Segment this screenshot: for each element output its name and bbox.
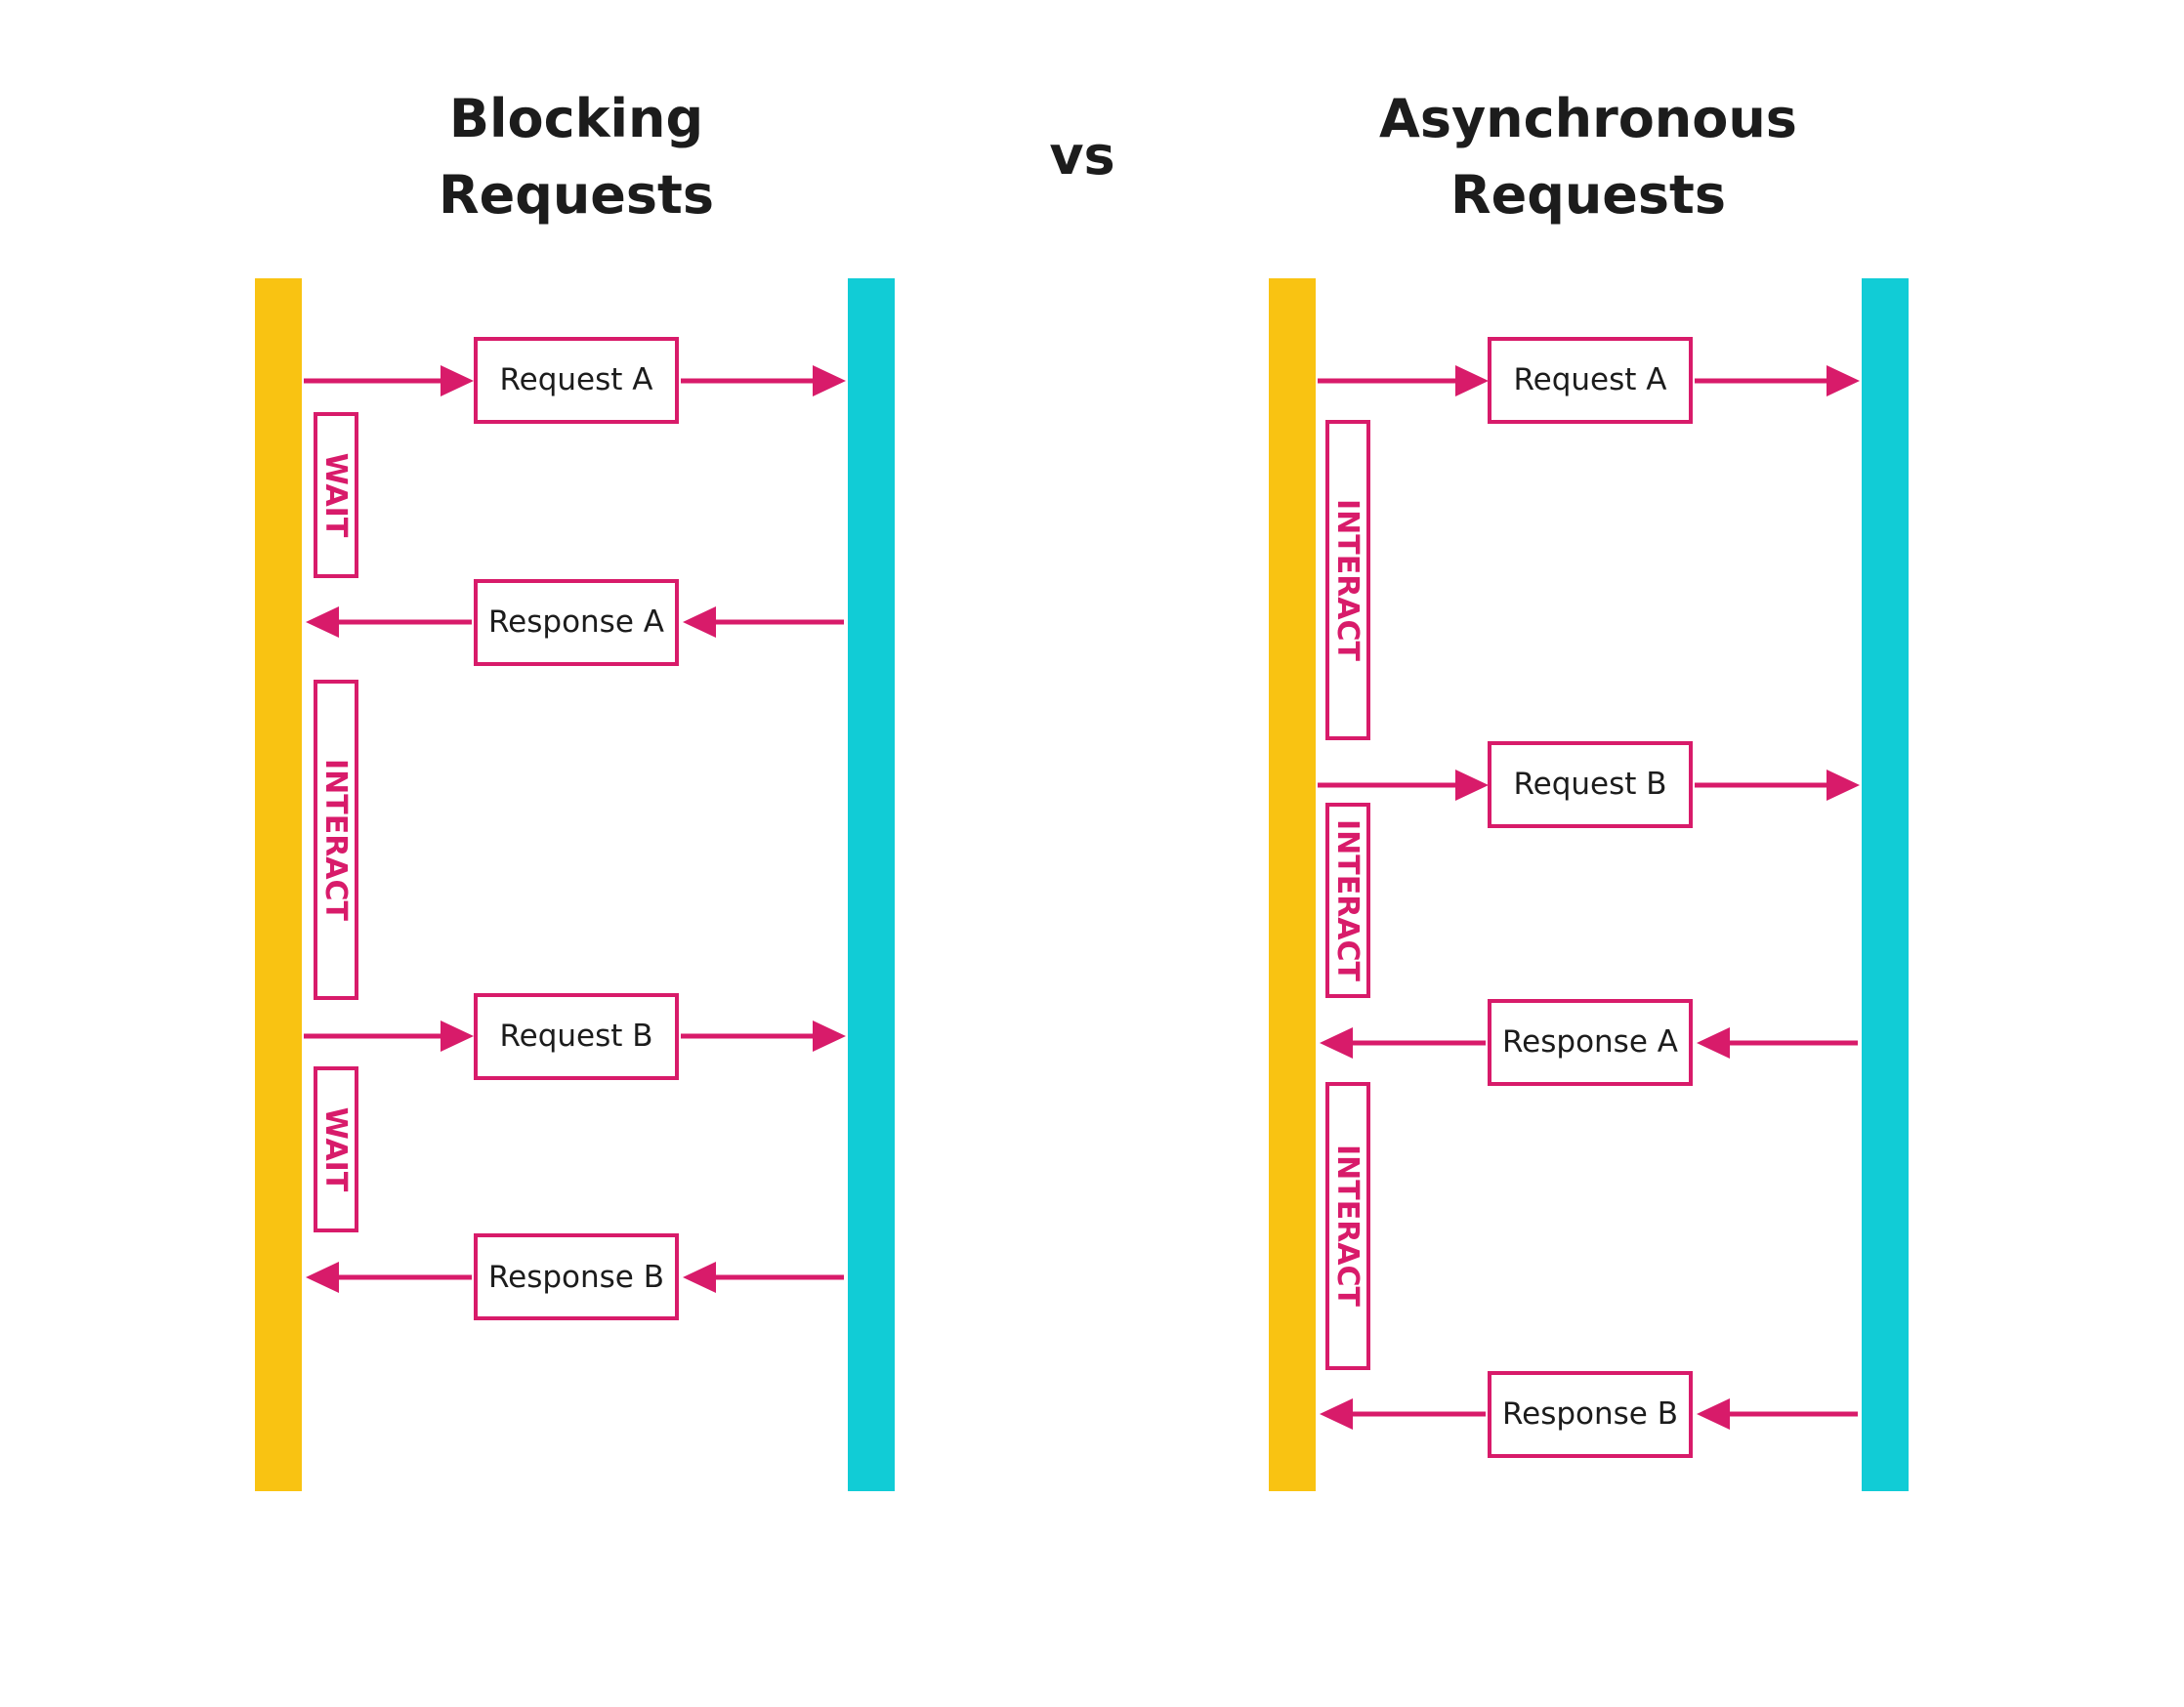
state-label: WAIT (318, 1107, 353, 1192)
blocking-message-response-b: Response B (306, 1233, 844, 1320)
state-box (314, 680, 358, 1000)
message-box (1488, 1371, 1693, 1458)
message-label: Response B (488, 1260, 664, 1295)
message-box (474, 1233, 679, 1320)
blocking-panel: Request A WAIT Response A INTERACT (255, 278, 895, 1491)
message-box (474, 337, 679, 424)
blocking-state-wait-1: WAIT (314, 412, 358, 578)
arrow-left-icon (306, 1262, 339, 1293)
arrow-right-icon (813, 1020, 846, 1052)
async-message-response-b: Response B (1320, 1371, 1858, 1458)
async-message-response-a: Response A (1320, 999, 1858, 1086)
message-box (1488, 741, 1693, 828)
arrow-right-icon (441, 365, 474, 396)
arrow-left-icon (306, 606, 339, 638)
arrow-right-icon (813, 365, 846, 396)
blocking-state-interact: INTERACT (314, 680, 358, 1000)
message-label: Response A (488, 604, 664, 640)
blocking-message-request-b: Request B (304, 993, 846, 1080)
state-box (1325, 420, 1370, 740)
async-server-lane (1862, 278, 1909, 1491)
arrow-left-icon (683, 606, 716, 638)
state-box (1325, 803, 1370, 998)
state-label: INTERACT (1330, 819, 1365, 982)
async-message-request-b: Request B (1318, 741, 1860, 828)
arrow-left-icon (1320, 1398, 1353, 1430)
vs-label: vs (1049, 125, 1114, 187)
arrow-right-icon (1827, 365, 1860, 396)
state-label: INTERACT (318, 759, 353, 922)
async-message-request-a: Request A (1318, 337, 1860, 424)
state-box (1325, 1082, 1370, 1370)
message-label: Request B (499, 1019, 652, 1054)
message-label: Response B (1502, 1396, 1678, 1432)
async-state-interact-2: INTERACT (1325, 803, 1370, 998)
message-label: Request A (500, 362, 653, 397)
blocking-client-lane (255, 278, 302, 1491)
blocking-message-request-a: Request A (304, 337, 846, 424)
arrow-right-icon (441, 1020, 474, 1052)
message-label: Request B (1513, 767, 1666, 802)
message-box (1488, 337, 1693, 424)
arrow-right-icon (1455, 365, 1489, 396)
message-label: Response A (1502, 1024, 1678, 1060)
state-box (314, 1066, 358, 1232)
blocking-title-line-2: Requests (439, 164, 714, 226)
arrow-right-icon (1827, 770, 1860, 801)
state-box (314, 412, 358, 578)
message-box (1488, 999, 1693, 1086)
async-client-lane (1269, 278, 1316, 1491)
async-title-line-2: Requests (1450, 164, 1726, 226)
state-label: WAIT (318, 453, 353, 538)
message-label: Request A (1514, 362, 1667, 397)
async-state-interact-1: INTERACT (1325, 420, 1370, 740)
async-panel: Request A INTERACT Request B INTERACT (1269, 278, 1909, 1491)
arrow-left-icon (1697, 1398, 1730, 1430)
async-title-line-1: Asynchronous (1379, 88, 1797, 149)
message-box (474, 579, 679, 666)
arrow-left-icon (683, 1262, 716, 1293)
state-label: INTERACT (1330, 499, 1365, 662)
blocking-message-response-a: Response A (306, 579, 844, 666)
blocking-title-line-1: Blocking (449, 88, 703, 149)
state-label: INTERACT (1330, 1145, 1365, 1308)
arrow-right-icon (1455, 770, 1489, 801)
blocking-state-wait-2: WAIT (314, 1066, 358, 1232)
async-state-interact-3: INTERACT (1325, 1082, 1370, 1370)
arrow-left-icon (1320, 1027, 1353, 1059)
message-box (474, 993, 679, 1080)
blocking-server-lane (848, 278, 895, 1491)
arrow-left-icon (1697, 1027, 1730, 1059)
